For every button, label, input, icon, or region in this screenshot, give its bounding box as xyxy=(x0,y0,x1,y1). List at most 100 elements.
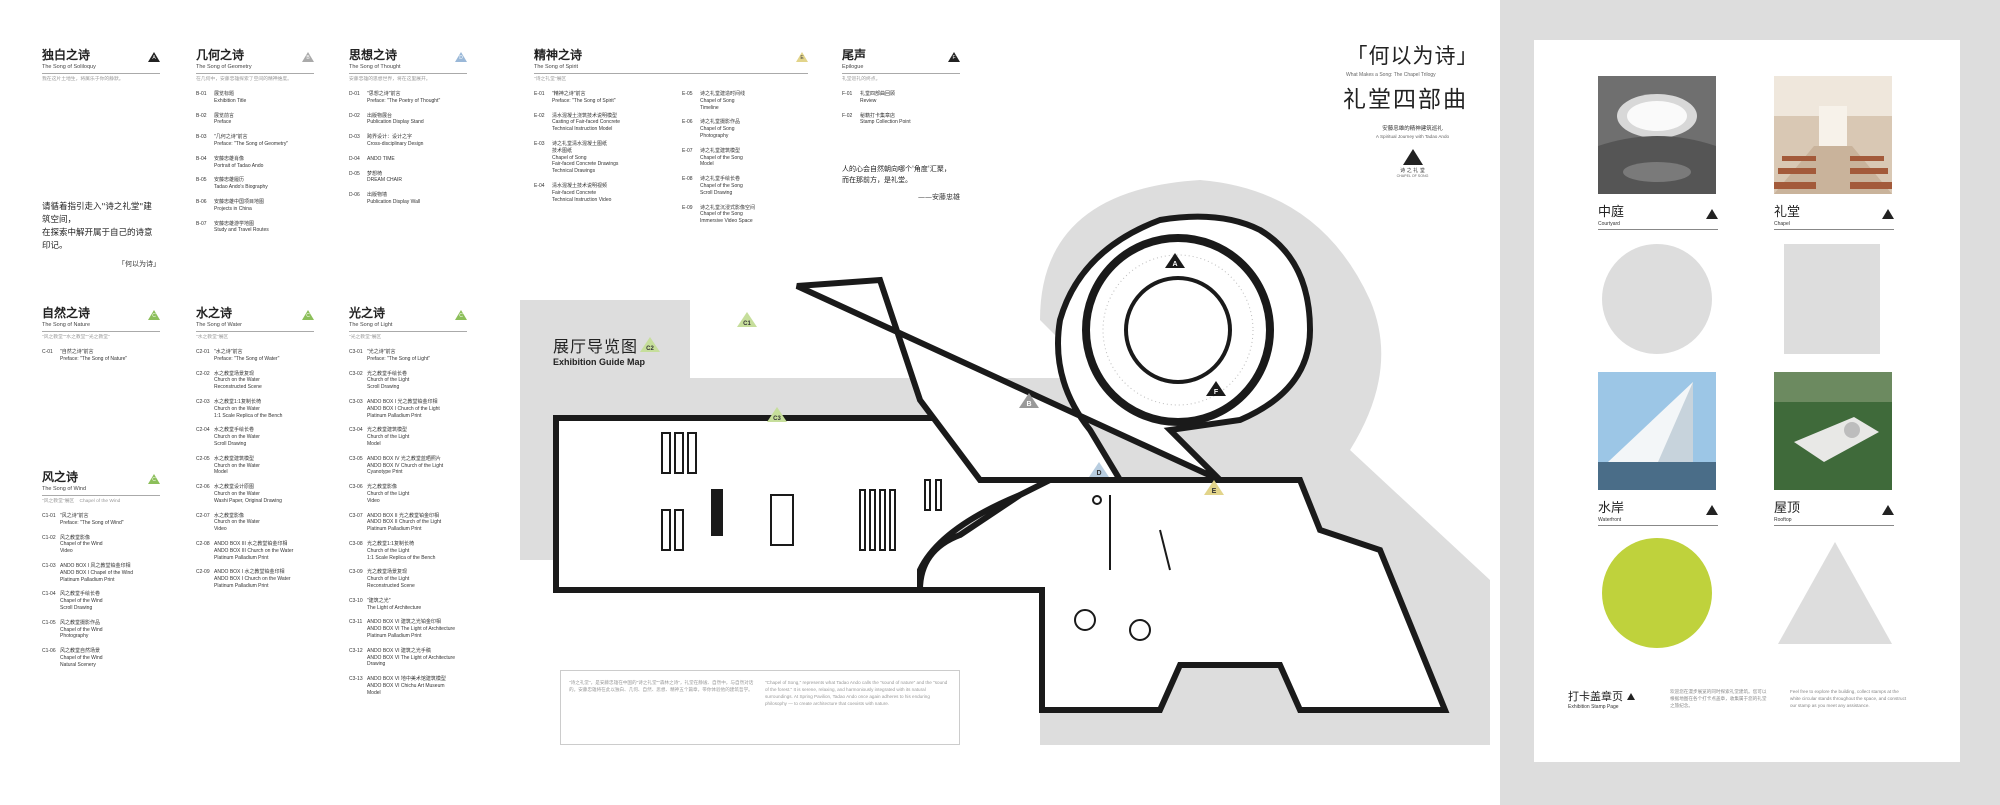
exhibit-line: Video xyxy=(214,526,227,533)
spot-name-en: Waterfront xyxy=(1598,517,1622,523)
exhibit-code: E-01 xyxy=(534,91,545,97)
triangle-icon xyxy=(1706,505,1718,515)
exhibit-code: E-08 xyxy=(682,176,693,183)
exhibit-code: C2-08 xyxy=(196,540,210,547)
exhibit-line: Video xyxy=(60,548,73,555)
exhibit-line: ANDO BOX I Church on the Water xyxy=(214,576,291,583)
section-header: 光之诗 The Song of Light C xyxy=(349,306,467,332)
exhibit-code: C3-03 xyxy=(349,398,363,405)
exhibit-code: C3-06 xyxy=(349,484,363,491)
spot-name-en: Rooftop xyxy=(1774,517,1792,523)
exhibit-line: Washi Paper, Original Drawing xyxy=(214,497,282,504)
exhibit-line: Drawing xyxy=(367,661,386,668)
exhibit-line: 光之教堂场景复现 xyxy=(367,569,408,576)
zone-c3-triangle-icon: C xyxy=(455,310,467,320)
stamp-instructions-zh: 欢迎您在漫步展览的同时探索礼堂建筑。您可以根据地图在各个打卡点盖章，收集属于您的… xyxy=(1670,689,1767,708)
stamp-triangle-placeholder[interactable] xyxy=(1776,540,1894,646)
section-subtitle: The Song of Water xyxy=(196,322,242,328)
section-title: 风之诗 xyxy=(42,470,79,484)
exhibit-line: Cyanotype Print xyxy=(367,469,403,476)
section-light: 光之诗 The Song of Light C "光之教堂"展区 C3-01"光… xyxy=(349,306,467,696)
section-subtitle: Epilogue xyxy=(842,64,864,70)
quote-signature: ——安藤忠雄 xyxy=(918,193,960,202)
exhibit-line: 展览前言 xyxy=(214,112,235,119)
exhibit-code: C1-05 xyxy=(42,619,56,626)
exhibit-line: 水之教堂影像 xyxy=(214,512,245,519)
stamp-circle-placeholder[interactable] xyxy=(1602,244,1712,354)
exhibit-code: C2-07 xyxy=(196,512,210,519)
exhibit-line: Church of the Light xyxy=(367,434,410,441)
exhibit-line: Reconstructed Scene xyxy=(214,384,262,391)
exhibit-code: E-09 xyxy=(682,204,693,211)
svg-text:B: B xyxy=(1026,401,1031,408)
logo-triangle-icon xyxy=(1402,149,1423,165)
map-zone-markers: A B C1 C2 C3 D E F xyxy=(640,253,1226,495)
svg-text:C2: C2 xyxy=(646,346,654,352)
exhibit-line: Portrait of Tadao Ando xyxy=(214,162,264,169)
exhibition-title-block: 「何以为诗」 What Makes a Song: The Chapel Tri… xyxy=(1340,40,1485,178)
map-title: 展厅导览图 xyxy=(553,337,639,356)
exhibit-line: DREAM CHAIR xyxy=(367,177,403,184)
exhibit-code: B-03 xyxy=(196,134,207,141)
triangle-icon xyxy=(1627,693,1635,700)
section-note: "水之教堂"展区 xyxy=(196,335,229,340)
exhibit-code: D-02 xyxy=(349,112,360,119)
quote-line: 而在那前方，是礼堂。 xyxy=(842,176,912,185)
exhibit-line: "自然之诗"前言 xyxy=(60,349,94,355)
exhibit-line: Church on the Water xyxy=(214,434,260,441)
exhibit-line: Reconstructed Scene xyxy=(367,582,415,589)
exhibit-line: Video xyxy=(367,497,380,504)
section-note: "风之教堂""水之教堂""光之教堂" xyxy=(42,335,110,340)
svg-text:C1: C1 xyxy=(743,321,751,327)
section-title: 独白之诗 xyxy=(42,48,91,62)
exhibit-line: ANDO BOX III Church on the Water xyxy=(214,547,294,554)
section-wind: 风之诗 The Song of Wind C "风之教堂"展区 Chapel o… xyxy=(42,470,160,669)
exhibit-code: E-03 xyxy=(534,140,545,147)
stamp-square-placeholder[interactable] xyxy=(1784,244,1880,354)
exhibit-lines: "建筑之光"The Light of Architecture xyxy=(367,598,421,612)
svg-text:F: F xyxy=(1214,389,1219,396)
exhibit-line: "思想之诗"前言 xyxy=(367,91,401,97)
exhibit-code: E-07 xyxy=(682,147,693,154)
exhibit-line: "水之诗"前言 xyxy=(214,349,243,355)
exhibit-line: Platinum Palladium Print xyxy=(214,582,269,589)
exhibit-line: Fair-faced Concrete Drawings xyxy=(552,161,619,168)
exhibit-code: C3-05 xyxy=(349,455,363,462)
quote-line: 在探索中解开属于自己的诗意印记。 xyxy=(42,228,153,251)
exhibit-line: ANDO BOX I Church of the Light xyxy=(367,405,440,412)
exhibit-line: 技术图纸 xyxy=(552,147,573,154)
triangle-icon xyxy=(1706,209,1718,219)
svg-text:D: D xyxy=(1096,470,1101,477)
svg-text:A: A xyxy=(1172,261,1177,268)
stamp-circle-accent[interactable] xyxy=(1602,538,1712,648)
section-note: "光之教堂"展区 xyxy=(349,335,382,340)
exhibit-line: Preface: "The Poetry of Thought" xyxy=(367,97,441,104)
exhibit-code: C3-01 xyxy=(349,349,363,355)
section-thought: 思想之诗 The Song of Thought D 安藤忠雄的思想世界，将在这… xyxy=(349,48,467,206)
intro-text-en: "Chapel of Song," represents what Tadao … xyxy=(765,680,948,706)
exhibit-line: Publication Display Stand xyxy=(367,119,424,126)
exhibit-code: E-04 xyxy=(534,182,545,189)
exhibit-line: 安藤忠雄中国项目地图 xyxy=(214,198,265,205)
